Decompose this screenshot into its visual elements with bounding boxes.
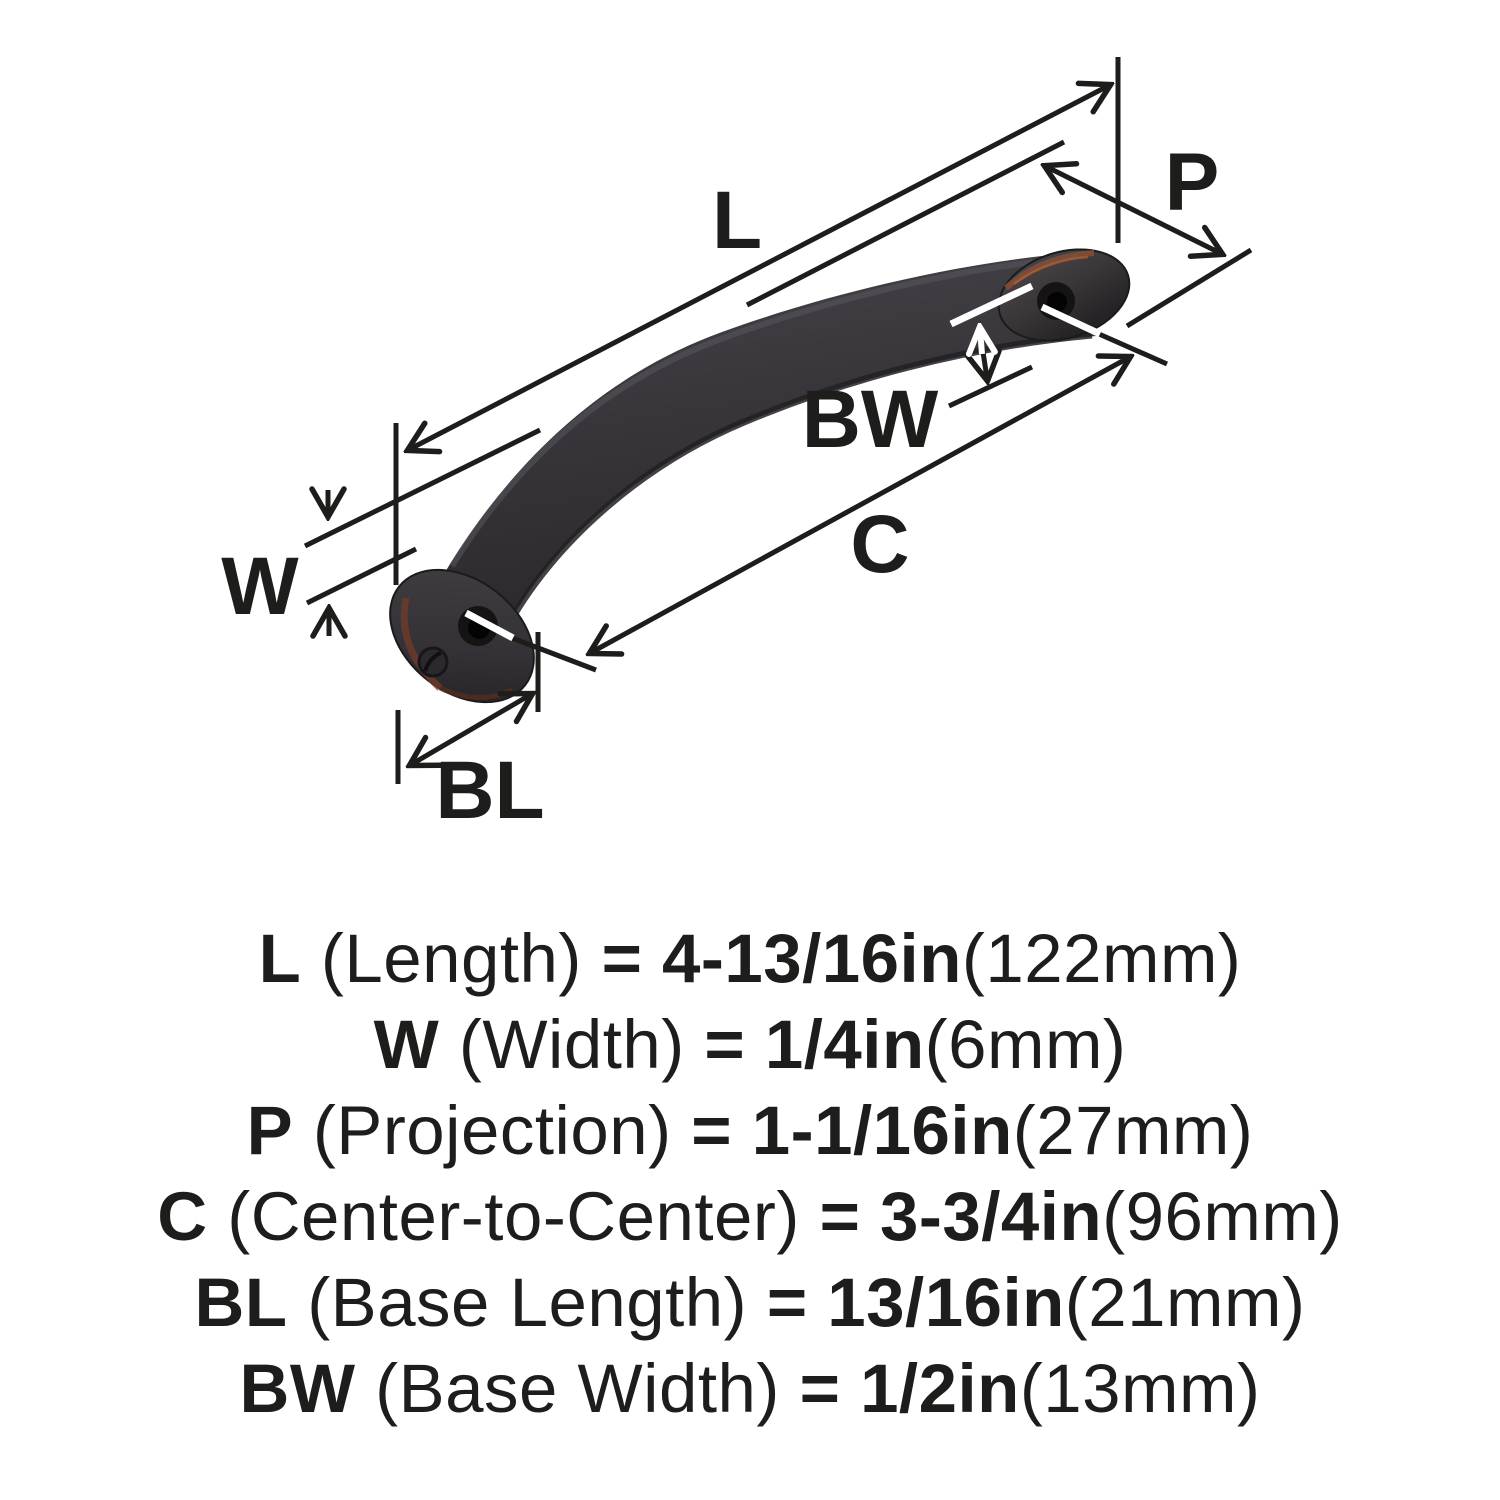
spec-row-base-length: BL (Base Length) = 13/16in(21mm): [0, 1260, 1500, 1346]
center-to-center-label: C: [850, 499, 909, 590]
base-plane-line: [1125, 247, 1253, 329]
spec-metric: (27mm): [1012, 1092, 1254, 1169]
left-slot-screw: [417, 646, 449, 678]
base-width-label: BW: [802, 374, 939, 465]
spec-key: BL: [194, 1264, 288, 1341]
center-to-center-dimension-line: [592, 358, 1128, 652]
spec-metric: (96mm): [1102, 1178, 1343, 1255]
spec-row-length: L (Length) = 4-13/16in(122mm): [0, 916, 1500, 1002]
dimension-diagram: L P W C BL BW: [221, 57, 1253, 836]
left-slot-screw-slot: [423, 651, 442, 672]
spec-metric: (122mm): [961, 920, 1242, 997]
spec-desc: (Length): [320, 920, 582, 997]
spec-equals: =: [601, 920, 643, 997]
projection-label: P: [1165, 137, 1220, 228]
left-hole-center-line: [511, 635, 597, 673]
spec-key: C: [157, 1178, 208, 1255]
spec-value: 1/2in: [860, 1350, 1020, 1427]
right-hole-center-line: [1097, 331, 1169, 367]
spec-value: 4-13/16in: [662, 920, 962, 997]
projection-dimension-line: [1047, 167, 1220, 253]
left-hole-center-line-white: [464, 609, 515, 642]
cabinet-pull-handle: [389, 248, 1131, 704]
spec-equals: =: [819, 1178, 861, 1255]
spec-list: L (Length) = 4-13/16in(122mm) W (Width) …: [0, 916, 1500, 1432]
spec-value: 1-1/16in: [751, 1092, 1013, 1169]
spec-metric: (13mm): [1019, 1350, 1261, 1427]
spec-row-width: W (Width) = 1/4in(6mm): [0, 1002, 1500, 1088]
spec-desc: (Center-to-Center): [227, 1178, 800, 1255]
width-lower-line: [305, 546, 418, 606]
spec-equals: =: [704, 1006, 746, 1083]
spec-desc: (Base Width): [375, 1350, 780, 1427]
bw-arrow-up-white: [980, 330, 982, 354]
spec-key: W: [373, 1006, 440, 1083]
spec-equals: =: [766, 1264, 808, 1341]
dimension-arrows: [328, 86, 1220, 764]
spec-value: 3-3/4in: [880, 1178, 1103, 1255]
base-length-dimension-line: [412, 695, 530, 764]
handle-arm: [438, 256, 1096, 646]
spec-row-base-width: BW (Base Width) = 1/2in(13mm): [0, 1346, 1500, 1432]
bw-lower-line: [947, 364, 1034, 409]
spec-value: 13/16in: [827, 1264, 1065, 1341]
spec-metric: (21mm): [1064, 1264, 1306, 1341]
pull-handle-diagram-svg: L P W C BL BW: [221, 57, 1253, 836]
length-label: L: [712, 175, 762, 266]
dimension-letters: L P W C BL BW: [221, 137, 1219, 836]
base-length-label: BL: [435, 745, 544, 836]
length-dimension-line: [410, 86, 1108, 449]
bw-arrow-down-black: [983, 352, 987, 378]
spec-equals: =: [691, 1092, 733, 1169]
left-pad-copper-rim: [400, 597, 443, 691]
spec-key: P: [246, 1092, 294, 1169]
spec-key: BW: [239, 1350, 356, 1427]
width-label: W: [221, 541, 299, 632]
spec-key: L: [258, 920, 302, 997]
spec-row-projection: P (Projection) = 1-1/16in(27mm): [0, 1088, 1500, 1174]
spec-desc: (Base Length): [307, 1264, 748, 1341]
spec-equals: =: [799, 1350, 841, 1427]
spec-value: 1/4in: [764, 1006, 925, 1083]
spec-metric: (6mm): [924, 1006, 1127, 1083]
spec-desc: (Width): [458, 1006, 685, 1083]
spec-desc: (Projection): [312, 1092, 672, 1169]
spec-row-center-to-center: C (Center-to-Center) = 3-3/4in(96mm): [0, 1174, 1500, 1260]
